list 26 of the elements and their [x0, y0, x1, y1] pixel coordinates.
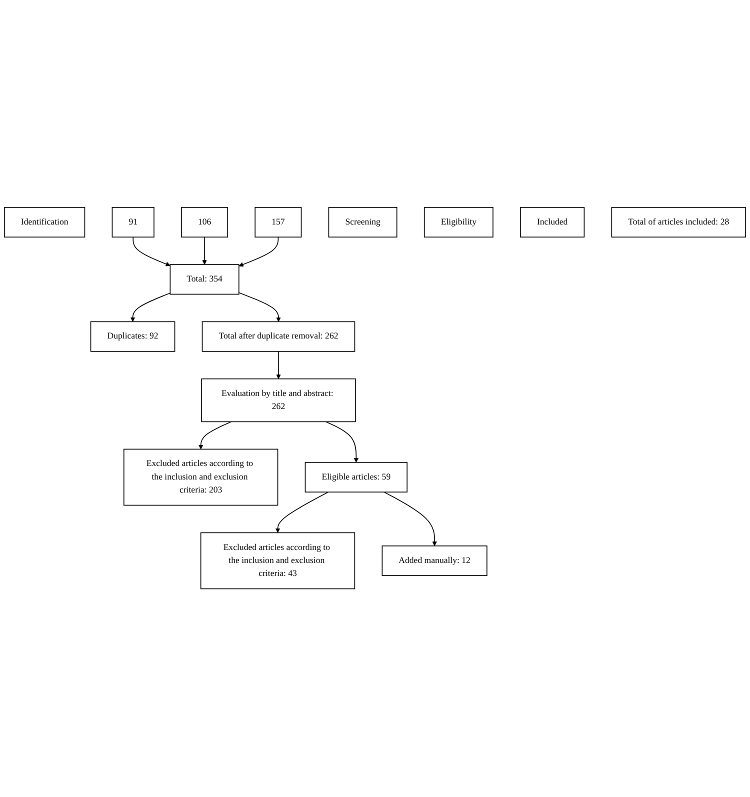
node-box: Eligible articles: 59 [304, 462, 408, 493]
arrow [384, 492, 437, 547]
node-box: 91 [112, 207, 154, 238]
arrow [275, 492, 329, 534]
node-box: Total of articles included: 28 [611, 207, 746, 238]
arrow [130, 293, 171, 322]
node-box: Evaluation by title and abstract: 262 [201, 378, 356, 423]
node-box: Total after duplicate removal: 262 [202, 322, 356, 352]
node-box: Eligibility [424, 207, 494, 238]
node-box: Excluded articles according to the inclusion and exclusion criteria: 203 [123, 449, 278, 506]
arrow [325, 422, 359, 463]
arrow [132, 237, 170, 267]
node-box: Duplicates: 92 [90, 322, 176, 352]
node-box: Total: 354 [170, 264, 240, 296]
arrow [198, 422, 232, 450]
node-box: 157 [254, 207, 302, 238]
node-box: Included [520, 207, 585, 238]
arrow [238, 292, 281, 322]
node-box: Excluded articles according to the inclusion and exclusion criteria: 43 [200, 532, 356, 590]
arrow [238, 237, 279, 268]
node-box: Added manually: 12 [382, 546, 488, 576]
node-box: Identification [4, 207, 86, 238]
arrow [202, 237, 207, 266]
node-box: 106 [181, 207, 228, 238]
node-box: Screening [328, 207, 398, 238]
arrow [276, 351, 281, 380]
